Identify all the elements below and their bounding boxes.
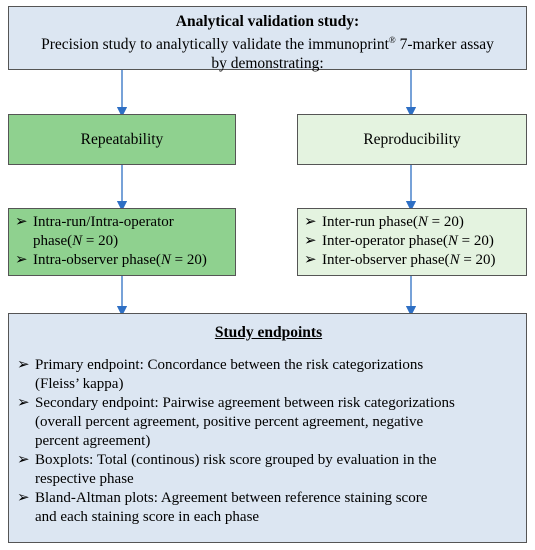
reproducibility-label: Reproducibility <box>363 130 461 148</box>
list-item: ➢Primary endpoint: Concordance between t… <box>17 357 424 392</box>
list-item: ➢Secondary endpoint: Pairwise agreement … <box>17 395 455 449</box>
reproducibility-phases-box: ➢Inter-run phase(N = 20) ➢Inter-operator… <box>297 208 527 276</box>
study-title-line2: Precision study to analytically validate… <box>41 35 494 54</box>
repeatability-phases-box: ➢Intra-run/Intra-operator phase(N = 20) … <box>8 208 236 276</box>
bullet-arrow-icon: ➢ <box>304 214 317 230</box>
bullet-arrow-icon: ➢ <box>15 214 28 230</box>
reproducibility-box: Reproducibility <box>297 114 527 165</box>
list-item-continuation: phase(N = 20) <box>33 233 119 249</box>
study-endpoints-title: Study endpoints <box>214 324 323 341</box>
list-item: ➢Inter-observer phase(N = 20) <box>304 252 496 268</box>
repeatability-label: Repeatability <box>80 130 164 148</box>
study-endpoints-box: Study endpoints ➢Primary endpoint: Conco… <box>8 313 527 543</box>
bullet-arrow-icon: ➢ <box>304 233 317 249</box>
repeatability-box: Repeatability <box>8 114 236 165</box>
list-item: ➢Intra-run/Intra-operator <box>15 214 174 230</box>
list-item: ➢Boxplots: Total (continous) risk score … <box>17 452 437 487</box>
list-item: ➢Inter-run phase(N = 20) <box>304 214 464 230</box>
study-title-line3: by demonstrating: <box>211 55 324 73</box>
bullet-arrow-icon: ➢ <box>17 357 30 373</box>
list-item: ➢Inter-operator phase(N = 20) <box>304 233 494 249</box>
study-title-heading: Analytical validation study: <box>175 13 360 30</box>
bullet-arrow-icon: ➢ <box>17 490 30 506</box>
bullet-arrow-icon: ➢ <box>17 395 30 411</box>
bullet-arrow-icon: ➢ <box>15 252 28 268</box>
list-item: ➢Bland-Altman plots: Agreement between r… <box>17 490 428 525</box>
list-item: ➢Intra-observer phase(N = 20) <box>15 252 207 268</box>
bullet-arrow-icon: ➢ <box>17 452 30 468</box>
bullet-arrow-icon: ➢ <box>304 252 317 268</box>
study-title-box: Analytical validation study: Precision s… <box>8 6 527 73</box>
